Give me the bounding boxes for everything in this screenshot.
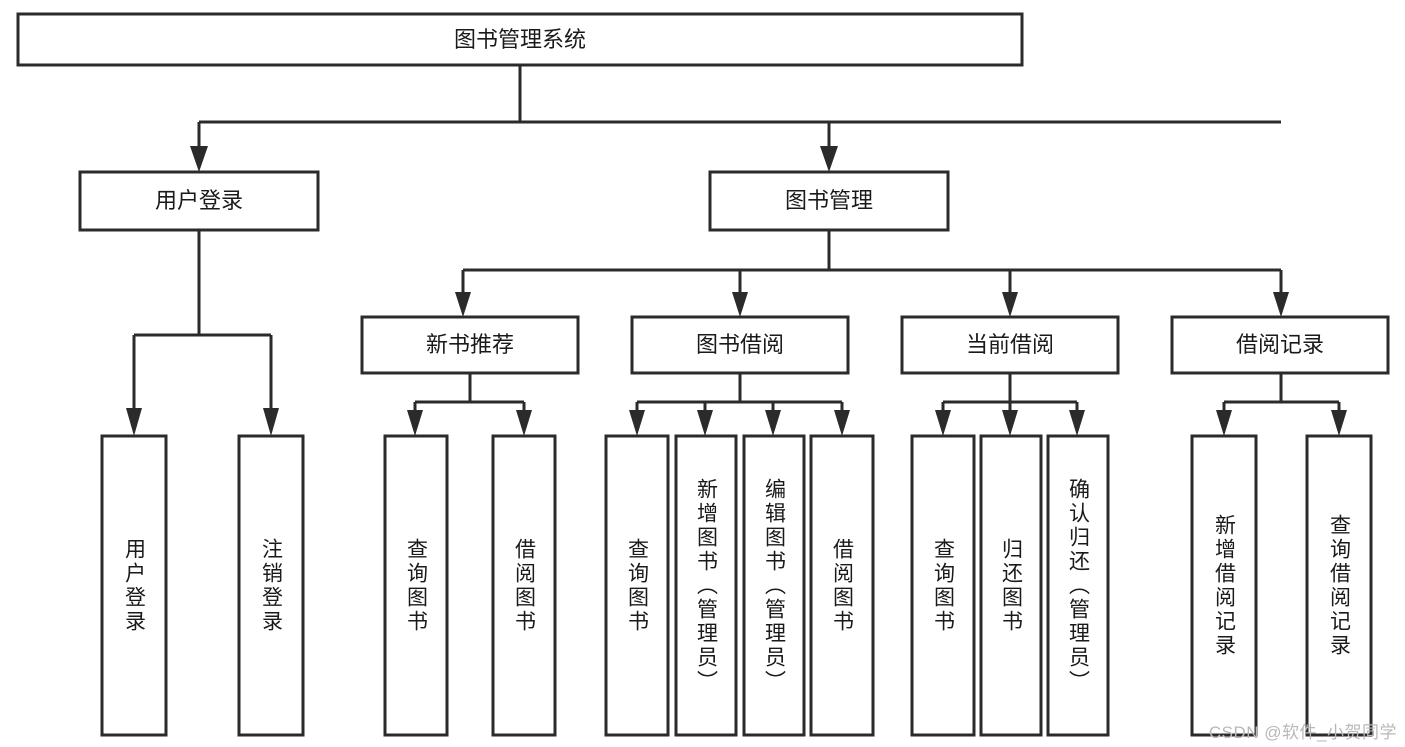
- arrowhead-leaf-add-book: [697, 410, 713, 436]
- leaf-add-record-box[interactable]: [1190, 434, 1258, 737]
- connector-group-borrow-record-leaves: [1216, 373, 1347, 436]
- arrowhead-book-borrow: [732, 292, 748, 317]
- connector-group-book-manage-to-level3: [455, 230, 1289, 317]
- node-user-login[interactable]: 用户登录: [78, 170, 320, 232]
- node-borrow-record[interactable]: 借阅记录: [1170, 315, 1390, 375]
- node-book-manage-label: 图书管理: [785, 188, 873, 213]
- arrowhead-leaf-add-record: [1216, 410, 1232, 436]
- leaf-boxes: [100, 434, 1373, 737]
- leaf-borrow-book-2-box[interactable]: [809, 434, 875, 737]
- arrowhead-leaf-query-book-3: [935, 410, 951, 436]
- node-new-book-rec[interactable]: 新书推荐: [360, 315, 580, 375]
- connector-group-new-book-rec-leaves: [407, 373, 532, 436]
- node-book-manage[interactable]: 图书管理: [708, 170, 950, 232]
- node-book-borrow-box[interactable]: [630, 315, 850, 375]
- arrowhead-book-manage: [820, 146, 838, 172]
- leaf-return-book-box[interactable]: [979, 434, 1043, 737]
- node-user-login-label: 用户登录: [155, 188, 243, 213]
- node-new-book-rec-label: 新书推荐: [426, 332, 514, 357]
- arrowhead-current-borrow: [1002, 292, 1018, 317]
- node-current-borrow-box[interactable]: [900, 315, 1120, 375]
- leaf-confirm-return-box[interactable]: [1046, 434, 1110, 737]
- connector-group-root-to-level2: [190, 65, 1281, 172]
- leaf-add-book-box[interactable]: [674, 434, 738, 737]
- node-new-book-rec-box[interactable]: [360, 315, 580, 375]
- node-borrow-record-label: 借阅记录: [1236, 332, 1324, 357]
- node-book-manage-box[interactable]: [708, 170, 950, 232]
- leaf-user-logout-box[interactable]: [237, 434, 305, 737]
- node-current-borrow[interactable]: 当前借阅: [900, 315, 1120, 375]
- node-root-label: 图书管理系统: [454, 27, 586, 52]
- node-user-login-box[interactable]: [78, 170, 320, 232]
- arrowhead-leaf-query-book-1: [407, 410, 423, 436]
- connector-group-book-borrow-leaves: [629, 373, 850, 436]
- arrowhead-new-book-rec: [455, 292, 471, 317]
- arrowhead-leaf-edit-book: [765, 410, 781, 436]
- node-root[interactable]: 图书管理系统: [16, 12, 1024, 67]
- node-borrow-record-box[interactable]: [1170, 315, 1390, 375]
- leaf-borrow-book-1-box[interactable]: [491, 434, 557, 737]
- connector-group-current-borrow-leaves: [935, 373, 1085, 436]
- leaf-query-book-2-box[interactable]: [604, 434, 670, 737]
- arrowhead-leaf-user-login: [126, 408, 142, 436]
- arrowhead-leaf-return-book: [1002, 410, 1018, 436]
- arrowhead-leaf-query-record: [1331, 410, 1347, 436]
- arrowhead-leaf-borrow-book-2: [834, 410, 850, 436]
- leaf-user-login-box[interactable]: [100, 434, 168, 737]
- arrowhead-leaf-user-logout: [263, 408, 279, 436]
- node-root-box[interactable]: [16, 12, 1024, 67]
- leaf-query-record-box[interactable]: [1305, 434, 1373, 737]
- connector-group-user-login-leaves: [126, 230, 279, 436]
- csdn-watermark: CSDN @软件_小贺同学: [1208, 723, 1397, 742]
- node-book-borrow-label: 图书借阅: [696, 332, 784, 357]
- arrowhead-borrow-record: [1273, 292, 1289, 317]
- leaf-edit-book-box[interactable]: [742, 434, 806, 737]
- arrowhead-leaf-confirm-return: [1069, 410, 1085, 436]
- arrowhead-leaf-borrow-book-1: [516, 410, 532, 436]
- arrowhead-user-login: [190, 146, 208, 172]
- leaf-query-book-3-box[interactable]: [910, 434, 976, 737]
- node-book-borrow[interactable]: 图书借阅: [630, 315, 850, 375]
- leaf-query-book-1-box[interactable]: [383, 434, 449, 737]
- arrowhead-leaf-query-book-2: [629, 410, 645, 436]
- node-current-borrow-label: 当前借阅: [966, 332, 1054, 357]
